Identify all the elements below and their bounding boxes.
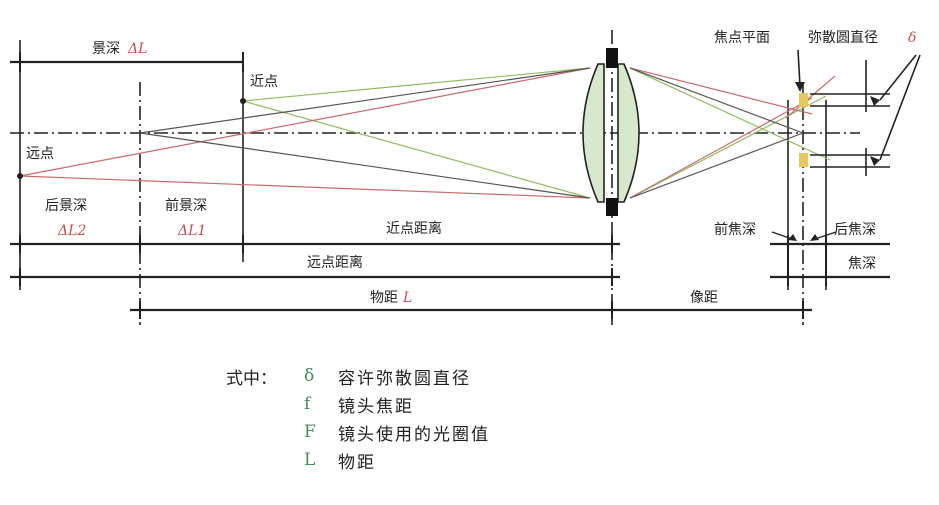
legend-text: 镜头使用的光圈值 xyxy=(338,424,490,445)
light-rays xyxy=(19,67,836,199)
dof-label: 景深 xyxy=(92,41,120,57)
near-point-label: 近点 xyxy=(250,74,278,90)
focal-plane-label: 焦点平面 xyxy=(714,30,770,46)
front-focal-depth-label: 前焦深 xyxy=(714,221,756,238)
focal-depth-label: 焦深 xyxy=(848,256,876,272)
rear-focal-depth-label: 后焦深 xyxy=(834,222,876,238)
near-point-dot xyxy=(240,98,246,104)
coc-lower-mark xyxy=(799,153,808,167)
legend-symbol: f xyxy=(304,394,311,414)
lens-mount-bottom xyxy=(606,198,618,216)
lens-mount-top xyxy=(606,48,618,68)
near-distance-label: 近点距离 xyxy=(386,220,442,237)
lens-left-element xyxy=(582,63,605,203)
object-distance-symbol: L xyxy=(402,290,412,306)
front-dof-symbol: ΔL1 xyxy=(177,223,206,239)
axis-lines xyxy=(10,30,860,325)
legend-row: L 物距 xyxy=(226,446,490,474)
legend-lead: 式中： xyxy=(226,368,277,389)
rear-dof-label: 后景深 xyxy=(45,198,87,214)
front-dof-label: 前景深 xyxy=(165,197,207,214)
lens xyxy=(582,48,640,216)
coc-markers xyxy=(799,93,808,167)
far-point-dot xyxy=(17,173,23,179)
legend-row: 式中： δ 容许弥散圆直径 xyxy=(226,362,490,390)
object-distance-label: 物距 xyxy=(370,290,398,306)
dimension-lines xyxy=(10,60,890,312)
lens-right-element xyxy=(617,63,640,203)
legend-symbol: L xyxy=(304,450,316,470)
coc-upper-mark xyxy=(799,93,808,107)
rear-dof-symbol: ΔL2 xyxy=(57,223,86,239)
formula-legend: 式中： δ 容许弥散圆直径 f 镜头焦距 F 镜头使用的光圈值 L 物距 xyxy=(226,362,490,474)
coc-diameter-label: 弥散圆直径 xyxy=(808,29,878,46)
legend-row: f 镜头焦距 xyxy=(226,390,490,418)
far-distance-label: 远点距离 xyxy=(307,254,363,271)
focal-plane-arrow xyxy=(795,82,805,92)
coc-dimension xyxy=(797,49,921,176)
coc-diameter-symbol: δ xyxy=(908,30,916,46)
dof-symbol: ΔL xyxy=(127,41,147,57)
legend-text: 镜头焦距 xyxy=(338,396,414,417)
image-distance-label: 像距 xyxy=(690,290,718,306)
legend-symbol: δ xyxy=(304,366,315,386)
legend-text: 物距 xyxy=(338,452,376,473)
legend-symbol: F xyxy=(304,422,316,442)
far-point-label: 远点 xyxy=(26,146,54,162)
tick-marks xyxy=(19,52,827,319)
legend-text: 容许弥散圆直径 xyxy=(338,368,471,389)
legend-row: F 镜头使用的光圈值 xyxy=(226,418,490,446)
